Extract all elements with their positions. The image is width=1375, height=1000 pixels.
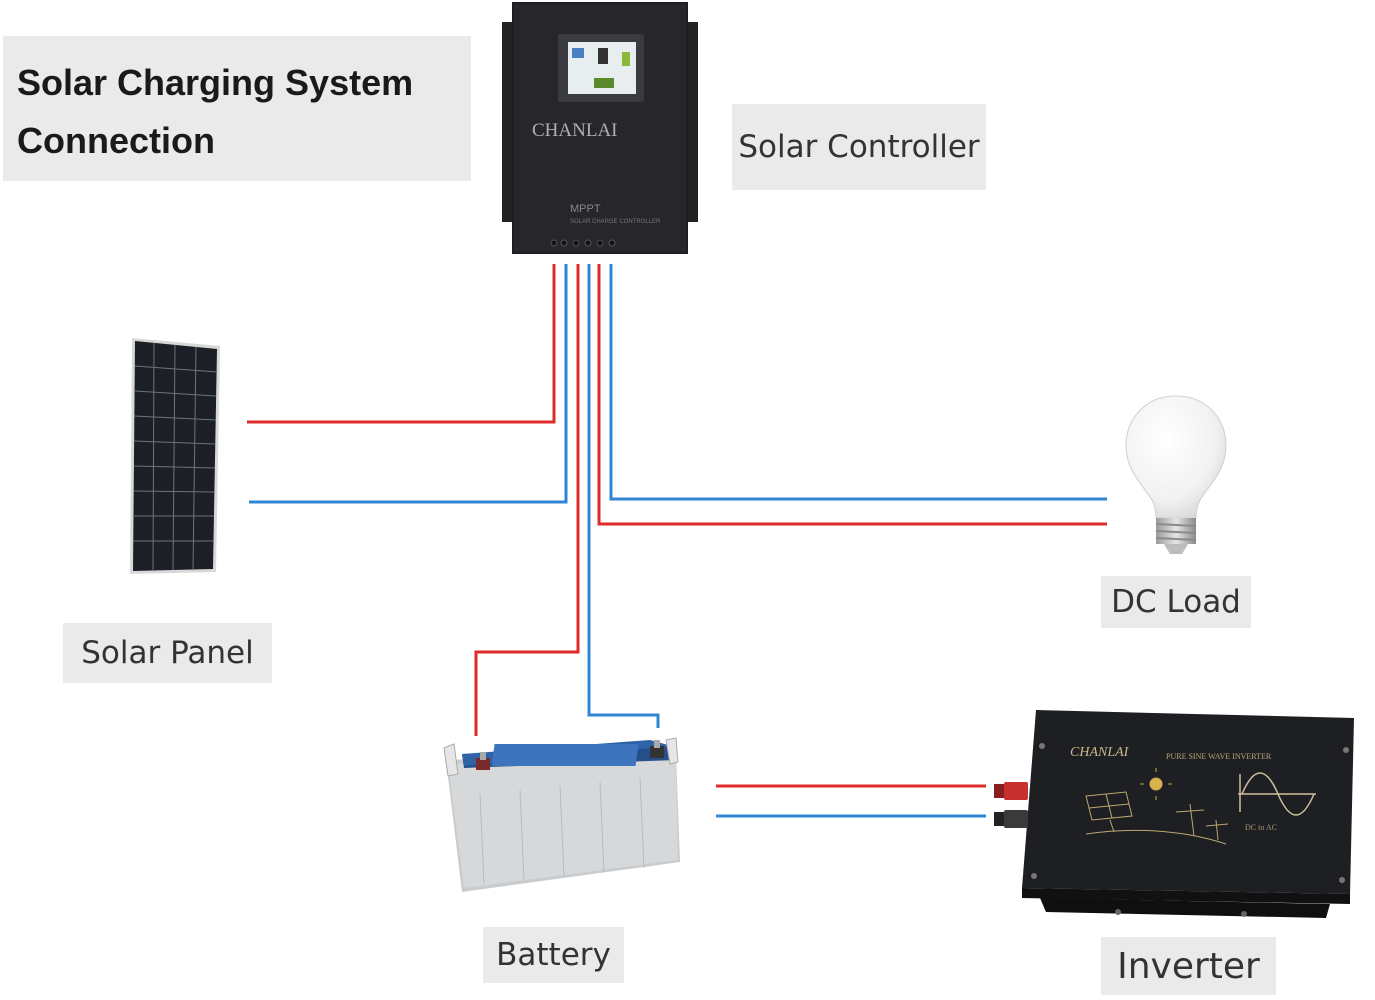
battery-negative-terminal <box>650 740 664 758</box>
mini-solar-panel-icon <box>1085 791 1133 833</box>
inverter-brand: CHANLAI <box>1070 745 1130 760</box>
light-bulb-icon <box>1125 395 1227 554</box>
controller-model: MPPT <box>570 203 601 215</box>
battery-negative-wire <box>587 264 660 728</box>
controller-brand: CHANLAI <box>532 120 618 141</box>
inverter-negative-terminal <box>994 810 1028 828</box>
controller-subtitle: SOLAR CHARGE CONTROLLER <box>570 219 661 225</box>
dc-load-negative-wire <box>609 264 1107 501</box>
battery-positive-wire <box>474 264 580 736</box>
dc-load-label: DC Load <box>1101 576 1251 628</box>
solar-panel-negative-wire <box>249 264 568 504</box>
battery-label: Battery <box>483 927 624 983</box>
inverter-model: PURE SINE WAVE INVERTER <box>1166 752 1272 761</box>
inverter-device: CHANLAI PURE SINE WAVE INVERTER DC to AC <box>994 710 1354 918</box>
dc-load-positive-wire <box>597 264 1107 526</box>
solar-controller-device: CHANLAI MPPT SOLAR CHARGE CONTROLLER <box>502 2 698 254</box>
inverter-positive-terminal <box>994 782 1028 800</box>
wind-turbine-icon <box>1085 803 1229 845</box>
solar-panel-label: Solar Panel <box>63 623 272 683</box>
sun-icon <box>1140 768 1172 800</box>
solar-controller-label: Solar Controller <box>732 104 986 190</box>
solar-panel-device <box>130 338 220 574</box>
solar-panel-grid <box>133 342 218 572</box>
inverter-label: Inverter <box>1101 937 1276 995</box>
sine-wave-icon <box>1238 772 1316 816</box>
inverter-spec: DC to AC <box>1245 823 1277 832</box>
battery-positive-terminal <box>476 752 490 770</box>
controller-terminals <box>550 239 616 247</box>
diagram-title: Solar Charging System Connection <box>3 36 471 181</box>
battery-device <box>443 737 680 892</box>
solar-panel-positive-wire <box>247 264 556 424</box>
